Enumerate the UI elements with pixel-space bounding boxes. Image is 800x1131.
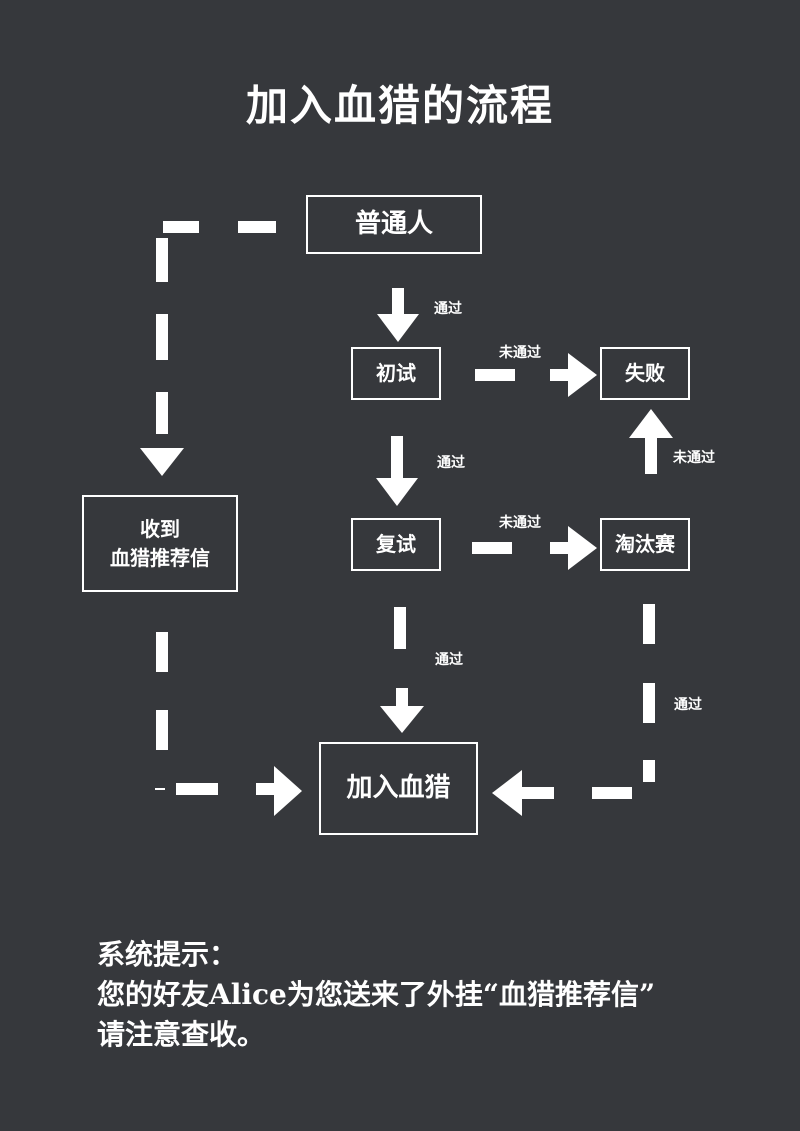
arrow-head xyxy=(140,448,184,476)
edge-label-pass: 通过 xyxy=(674,697,702,713)
dash-segment xyxy=(643,760,655,782)
arrow-head xyxy=(274,766,302,816)
page-title: 加入血猎的流程 xyxy=(245,81,554,130)
system-notice: 系统提示： 您的好友Alice为您送来了外挂“血猎推荐信” 请注意查收。 xyxy=(97,935,777,1055)
dash-segment xyxy=(394,607,406,649)
dash-segment xyxy=(238,221,276,233)
node-label: 加入血猎 xyxy=(346,772,451,803)
node-fail: 失败 xyxy=(600,347,690,400)
node-ordinary-person: 普通人 xyxy=(306,195,482,254)
arrow-head xyxy=(377,314,419,342)
arrow-shaft xyxy=(520,787,554,799)
dash-segment xyxy=(155,788,165,790)
node-label: 初试 xyxy=(376,361,416,385)
arrow-head xyxy=(376,478,418,506)
notice-line: 请注意查收。 xyxy=(97,1018,266,1051)
node-elimination: 淘汰赛 xyxy=(600,518,690,571)
dash-segment xyxy=(156,710,168,750)
node-join-blood-hunters: 加入血猎 xyxy=(319,742,478,835)
notice-line: 系统提示： xyxy=(97,938,238,971)
arrow-head xyxy=(629,409,673,438)
node-recommendation-letter: 收到 血猎推荐信 xyxy=(82,495,238,592)
dash-segment xyxy=(156,632,168,672)
edge-label-pass: 通过 xyxy=(435,652,463,668)
dash-segment xyxy=(163,221,199,233)
arrow-head xyxy=(380,706,424,733)
node-first-test: 初试 xyxy=(351,347,441,400)
node-label: 血猎推荐信 xyxy=(110,545,210,570)
dash-segment xyxy=(643,604,655,644)
arrow-shaft xyxy=(472,542,512,554)
edge-label-pass: 通过 xyxy=(437,455,465,471)
node-label: 收到 xyxy=(140,516,180,541)
edge-label-fail: 未通过 xyxy=(499,345,541,361)
edge-label-fail: 未通过 xyxy=(673,450,715,466)
node-label: 淘汰赛 xyxy=(615,532,675,556)
dash-segment xyxy=(156,392,168,434)
dash-segment xyxy=(176,783,218,795)
arrow-head xyxy=(568,353,597,397)
node-label: 失败 xyxy=(625,361,665,385)
node-label: 复试 xyxy=(376,532,416,556)
arrow-shaft xyxy=(396,688,408,706)
edge-label-pass: 通过 xyxy=(434,301,462,317)
notice-line: 您的好友Alice为您送来了外挂“血猎推荐信” xyxy=(97,978,656,1011)
arrow-shaft xyxy=(391,436,403,480)
arrow-shaft xyxy=(645,436,657,474)
dash-segment xyxy=(592,787,632,799)
edge-label-fail: 未通过 xyxy=(499,515,541,531)
arrow-shaft xyxy=(475,369,515,381)
arrow-shaft xyxy=(550,369,570,381)
arrow-shaft xyxy=(550,542,570,554)
dash-segment xyxy=(156,238,168,282)
arrow-head xyxy=(568,526,597,570)
node-label: 普通人 xyxy=(354,208,433,239)
arrow-head xyxy=(492,770,522,816)
node-second-test: 复试 xyxy=(351,518,441,571)
dash-segment xyxy=(156,314,168,360)
arrow-shaft xyxy=(392,288,404,314)
arrow-shaft xyxy=(256,783,276,795)
dash-segment xyxy=(643,683,655,723)
